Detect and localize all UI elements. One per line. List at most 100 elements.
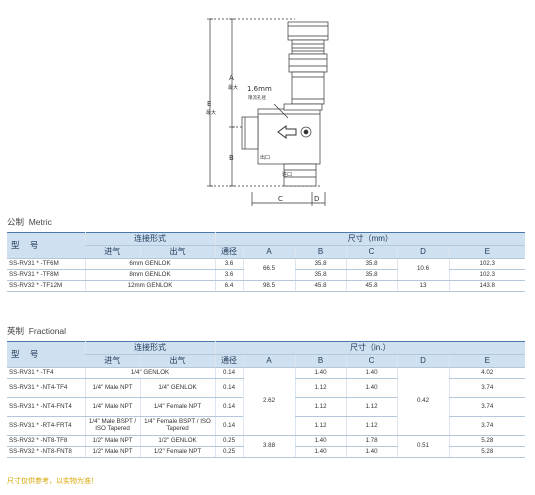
cell-inlet: 1/2" Male NPT — [84, 446, 140, 458]
table-row: SS-RV32 * -TF12M 12mm GENLOK 6.4 98.5 45… — [7, 280, 526, 292]
dim-a-label: A — [229, 74, 234, 82]
cell-c: 35.8 — [345, 269, 397, 281]
cell-model: SS-RV31 * -RT4-FRT4 — [7, 416, 85, 436]
table-row: SS-RV31 * -NT4-FNT4 1/4" Male NPT 1/4" F… — [7, 397, 526, 417]
metric-spec-table: 型 号 连接形式 尺寸（mm） 进气 出气 通径 A B C D E SS-RV… — [7, 232, 526, 292]
cell-connection: 8mm GENLOK — [84, 269, 215, 281]
header-e: E — [448, 354, 526, 368]
header-b: B — [294, 245, 346, 259]
cell-inlet: 1/4" Male BSPT / ISO Tapered — [84, 416, 140, 436]
fractional-title-cn: 英制 — [7, 327, 25, 337]
cell-e: 102.3 — [448, 269, 526, 281]
cell-orifice: 6.4 — [214, 280, 243, 292]
dim-e-label: E — [207, 100, 211, 108]
header-b: B — [294, 354, 346, 368]
table-row: SS-RV31 * -NT4-TF4 1/4" Male NPT 1/4" GE… — [7, 378, 526, 398]
cell-b: 35.8 — [294, 258, 346, 270]
valve-dimension-drawing: A 最大 E 最大 B C D 1.6mm 限流孔径 出口 进口 — [206, 18, 329, 206]
dim-a-sub: 最大 — [228, 84, 238, 91]
header-a: A — [242, 354, 295, 368]
cell-c: 1.40 — [345, 378, 397, 398]
header-d: D — [396, 245, 449, 259]
inlet-label: 进口 — [282, 171, 292, 178]
cell-outlet: 1/4" GENLOK — [139, 378, 215, 398]
header-connection: 连接形式 — [84, 232, 215, 246]
cell-inlet: 1/2" Male NPT — [84, 435, 140, 447]
table-row: SS-RV31 * -TF4 1/4" GENLOK 0.14 2.62 1.4… — [7, 367, 526, 436]
cell-b: 1.12 — [294, 378, 346, 398]
cell-c: 35.8 — [345, 258, 397, 270]
cell-c: 1.40 — [345, 367, 397, 379]
cell-c: 1.12 — [345, 416, 397, 436]
table-row: SS-RV31 * -RT4-FRT4 1/4" Male BSPT / ISO… — [7, 416, 526, 436]
header-inlet: 进气 — [85, 354, 140, 368]
table-row: SS-RV32 * -NT8-TF8 1/2" Male NPT 1/2" GE… — [7, 435, 526, 458]
table-row: SS-RV31 * -TF8M 8mm GENLOK 3.6 35.8 35.8… — [7, 269, 526, 281]
cell-c: 45.8 — [345, 280, 397, 292]
cell-outlet: 1/4" Female BSPT / ISO Tapered — [139, 416, 215, 436]
dim-d-label: D — [314, 195, 319, 203]
cell-e: 102.3 — [448, 258, 526, 270]
orifice-size: 1.6mm — [247, 85, 272, 93]
header-outlet: 出气 — [139, 354, 215, 368]
cell-orifice: 0.25 — [214, 446, 243, 458]
header-dimensions: 尺寸（in.） — [214, 341, 526, 355]
cell-b: 1.12 — [294, 397, 346, 417]
table-row: SS-RV31 * -TF6M 6mm GENLOK 3.6 66.5 35.8… — [7, 258, 526, 281]
cell-a-merged: 66.5 — [242, 258, 295, 281]
header-e: E — [448, 245, 526, 259]
cell-model: SS-RV31 * -TF4 — [7, 367, 85, 379]
cell-model: SS-RV31 * -TF8M — [7, 269, 85, 281]
fractional-title-en: Fractional — [28, 326, 67, 336]
cell-model: SS-RV31 * -TF6M — [7, 258, 85, 270]
cell-e: 5.28 — [448, 435, 526, 447]
cell-c: 1.40 — [345, 446, 397, 458]
cell-a-merged: 2.62 — [242, 367, 295, 436]
cell-outlet: 1/2" GENLOK — [139, 435, 215, 447]
table-row: SS-RV32 * -NT8-FNT8 1/2" Male NPT 1/2" F… — [7, 446, 526, 458]
cell-connection: 6mm GENLOK — [84, 258, 215, 270]
cell-d-merged: 0.42 — [396, 367, 449, 436]
header-orifice: 通径 — [214, 245, 243, 259]
header-inlet: 进气 — [85, 245, 140, 259]
header-outlet: 出气 — [139, 245, 215, 259]
cell-orifice: 0.25 — [214, 435, 243, 447]
cell-d: 13 — [396, 280, 449, 292]
cell-b: 1.12 — [294, 416, 346, 436]
metric-title-cn: 公制 — [7, 218, 25, 228]
cell-b: 35.8 — [294, 269, 346, 281]
cell-orifice: 0.14 — [214, 378, 243, 398]
cell-e: 3.74 — [448, 378, 526, 398]
header-dimensions: 尺寸（mm） — [214, 232, 526, 246]
orifice-label: 限流孔径 — [248, 94, 266, 101]
cell-inlet: 1/4" Male NPT — [84, 397, 140, 417]
outlet-label: 出口 — [260, 154, 270, 161]
cell-e: 5.28 — [448, 446, 526, 458]
cell-outlet: 1/2" Female NPT — [139, 446, 215, 458]
cell-orifice: 0.14 — [214, 397, 243, 417]
cell-e: 3.74 — [448, 416, 526, 436]
metric-section-title: 公制 Metric — [7, 216, 52, 228]
cell-orifice: 0.14 — [214, 416, 243, 436]
cell-orifice: 3.6 — [214, 258, 243, 270]
header-d: D — [396, 354, 449, 368]
dim-b-label: B — [229, 154, 234, 162]
cell-orifice: 0.14 — [214, 367, 243, 379]
dim-c-label: C — [278, 195, 283, 203]
cell-connection: 12mm GENLOK — [84, 280, 215, 292]
cell-e: 3.74 — [448, 397, 526, 417]
cell-model: SS-RV31 * -NT4-TF4 — [7, 378, 85, 398]
cell-d-merged: 10.6 — [396, 258, 449, 281]
header-c: C — [345, 245, 397, 259]
header-c: C — [345, 354, 397, 368]
cell-b: 1.40 — [294, 446, 346, 458]
header-model: 型 号 — [7, 232, 85, 259]
fractional-section-title: 英制 Fractional — [7, 325, 66, 337]
cell-e: 143.8 — [448, 280, 526, 292]
cell-d-merged: 0.51 — [396, 435, 449, 458]
header-a: A — [242, 245, 295, 259]
header-connection: 连接形式 — [84, 341, 215, 355]
cell-e: 4.02 — [448, 367, 526, 379]
cell-c: 1.12 — [345, 397, 397, 417]
cell-b: 1.40 — [294, 435, 346, 447]
